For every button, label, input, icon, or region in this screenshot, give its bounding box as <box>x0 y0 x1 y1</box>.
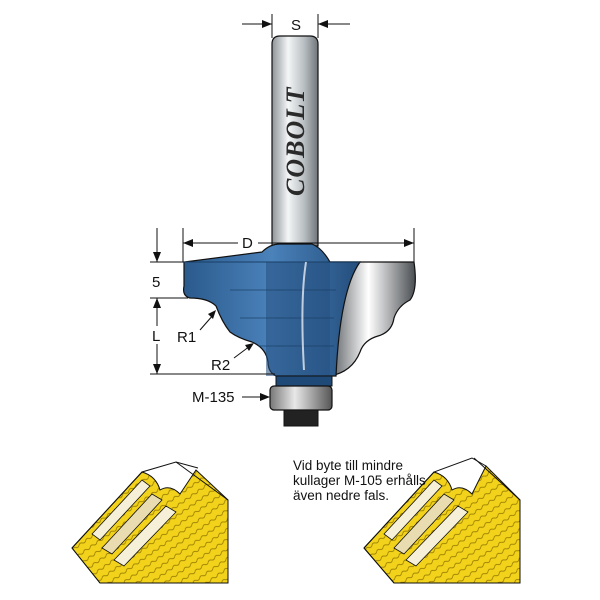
wood-profile-left <box>71 461 229 584</box>
radius1-label: R1 <box>177 329 196 346</box>
top-height-label: 5 <box>152 274 160 291</box>
wood-profile-right <box>363 457 521 584</box>
shank: COBOLT <box>271 35 319 247</box>
diameter-dimension: D <box>182 228 415 262</box>
radius2-label: R2 <box>211 357 230 374</box>
brand-logo-text: COBOLT <box>281 86 310 196</box>
diameter-label: D <box>242 235 253 252</box>
height-dimensions: 5 L <box>150 228 275 375</box>
bearing-label: M-135 <box>192 389 235 406</box>
length-label: L <box>152 328 160 345</box>
shank-label: S <box>291 17 301 34</box>
callouts: R1 R2 M-135 <box>177 310 270 406</box>
cutter-body <box>183 243 416 377</box>
bearing-note: Vid byte till mindre kullager M-105 erhå… <box>293 458 426 503</box>
shank-dimension: S <box>242 14 350 38</box>
bearing <box>269 375 333 427</box>
